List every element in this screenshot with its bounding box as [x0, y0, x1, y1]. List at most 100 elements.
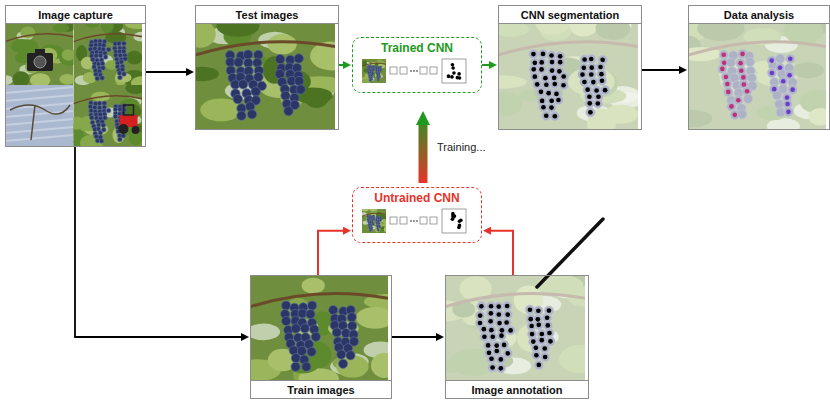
illustration-part — [582, 80, 587, 85]
illustration-part — [544, 113, 549, 118]
illustration-part — [532, 60, 537, 65]
illustration-part — [103, 55, 108, 60]
illustration-part — [549, 98, 554, 103]
illustration-part — [589, 65, 594, 70]
illustration-part — [536, 323, 541, 328]
flow-arrow — [482, 64, 489, 66]
illustration-part — [123, 57, 128, 62]
illustration-part — [307, 301, 316, 310]
illustration-part — [550, 68, 555, 73]
illustration-part — [74, 96, 143, 104]
illustration-part — [482, 327, 487, 332]
illustration-part — [237, 111, 246, 120]
illustration-part — [442, 59, 466, 83]
illustration-part — [531, 67, 536, 72]
illustration-part — [785, 95, 790, 100]
illustration-part — [234, 58, 243, 67]
illustration-part — [532, 74, 537, 79]
illustration-part — [528, 317, 533, 322]
illustration-part — [486, 343, 491, 348]
illustration-part — [489, 356, 494, 361]
illustration-part — [369, 77, 375, 81]
illustration-part — [243, 50, 252, 59]
illustration-part — [533, 346, 538, 351]
illustration-part — [505, 304, 510, 309]
illustration-part — [62, 49, 74, 60]
illustration-part — [106, 108, 111, 113]
panel-title: Data analysis — [689, 6, 829, 24]
illustration-part — [496, 304, 501, 309]
illustration-part — [536, 363, 541, 368]
illustration-part — [369, 209, 377, 211]
illustration-part — [275, 54, 284, 63]
illustration-part — [589, 57, 594, 62]
illustration-part — [124, 105, 134, 115]
illustration-part — [5, 135, 74, 141]
illustration-part — [119, 60, 124, 65]
illustration-part — [740, 52, 745, 57]
illustration-part — [500, 328, 505, 333]
illustration-part — [390, 217, 397, 224]
illustration-part — [372, 223, 374, 225]
illustration-part — [541, 105, 546, 110]
network-icon — [390, 209, 466, 233]
illustration-part — [400, 217, 407, 224]
illustration-part — [362, 213, 386, 216]
illustration-part — [251, 87, 260, 96]
illustration-part — [554, 92, 559, 97]
illustration-part — [445, 275, 585, 381]
illustration-part — [5, 34, 74, 42]
illustration-part — [600, 78, 605, 83]
illustration-part — [543, 355, 548, 360]
illustration-part — [787, 73, 792, 78]
illustration-part — [589, 72, 594, 77]
illustration-part — [543, 76, 548, 81]
illustration-part — [488, 319, 493, 324]
vineyard-photo — [445, 275, 585, 381]
illustration-part — [738, 61, 743, 66]
panel-title: Image capture — [6, 6, 145, 24]
illustration-part — [94, 54, 99, 59]
illustration-part — [504, 320, 509, 325]
illustration-part — [370, 226, 376, 230]
illustration-part — [596, 94, 601, 99]
illustration-part — [733, 113, 738, 118]
illustration-part — [530, 332, 535, 337]
illustration-part — [95, 76, 100, 81]
illustration-part — [132, 126, 140, 134]
illustration-part — [5, 127, 74, 133]
illustration-part — [337, 350, 346, 359]
illustration-part — [742, 82, 747, 87]
illustration-part — [90, 116, 95, 121]
image-panel: Train images — [250, 275, 392, 399]
illustration-part — [98, 53, 103, 58]
illustration-part — [375, 222, 383, 225]
flow-arrow — [642, 69, 679, 71]
illustration-part — [539, 90, 544, 95]
illustration-part — [736, 98, 741, 103]
image-panel: Image annotation — [445, 275, 589, 399]
illustration-part — [377, 229, 379, 231]
illustration-part — [103, 115, 108, 120]
illustration-part — [478, 321, 483, 326]
pen-icon — [537, 219, 603, 287]
illustration-part — [300, 324, 309, 333]
illustration-part — [410, 70, 412, 72]
panel-title: Test images — [196, 6, 338, 24]
illustration-part — [487, 351, 492, 356]
illustration-part — [420, 67, 427, 74]
illustration-part — [688, 23, 826, 130]
illustration-part — [118, 137, 123, 142]
illustration-part — [452, 215, 456, 219]
illustration-part — [537, 219, 603, 287]
panel-title: Image annotation — [446, 380, 588, 398]
cnn-title: Trained CNN — [353, 38, 481, 55]
illustration-part — [508, 328, 513, 333]
vineyard-photo — [362, 209, 386, 233]
illustration-part — [539, 338, 544, 343]
illustration-part — [347, 313, 356, 322]
illustration-part — [772, 87, 777, 92]
illustration-part — [114, 53, 119, 58]
illustration-part — [10, 105, 70, 114]
